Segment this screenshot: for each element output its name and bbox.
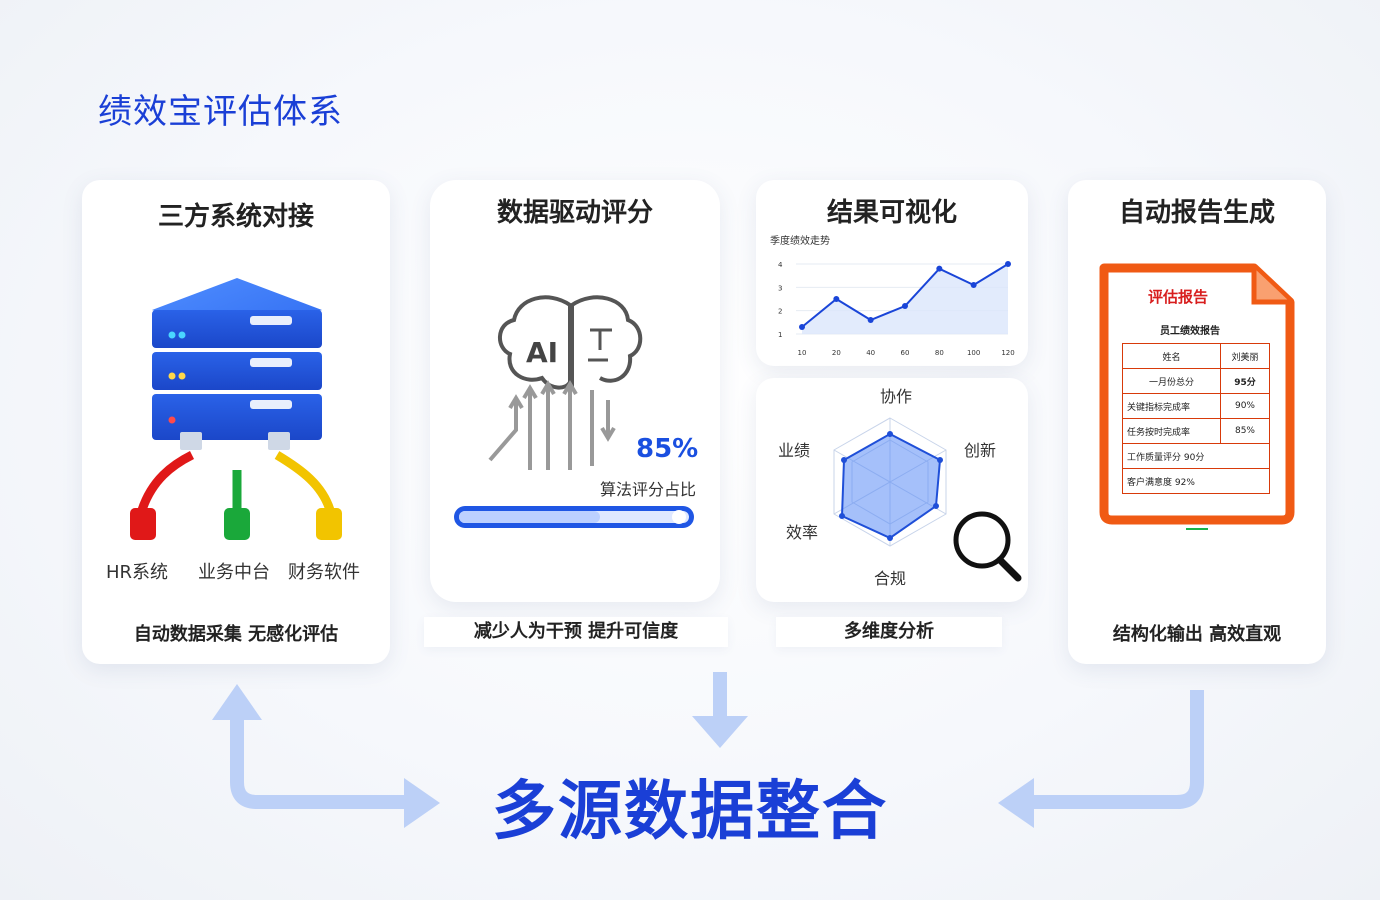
radar-chart: 协作 创新 业绩 效率 合规 <box>778 387 1022 588</box>
hr-plug-icon <box>130 508 156 540</box>
data-point <box>799 324 805 330</box>
report-doc-title: 评估报告 <box>1148 288 1209 306</box>
x-tick-label: 10 <box>798 349 807 357</box>
table-cell: 客户满意度 92% <box>1122 468 1270 494</box>
y-tick-label: 1 <box>778 331 782 339</box>
source-finance: 财务软件 <box>288 562 360 583</box>
radar-axis-right: 创新 <box>964 441 996 460</box>
y-tick-label: 4 <box>778 261 783 269</box>
radar-axis-left-bottom: 效率 <box>786 523 818 542</box>
scoring-card: 数据驱动评分 AI <box>430 180 720 602</box>
page-title: 绩效宝评估体系 <box>98 92 343 132</box>
line-chart-title: 季度绩效走势 <box>770 236 830 247</box>
table-cell: 任务按时完成率 <box>1122 418 1221 444</box>
scoring-title: 数据驱动评分 <box>496 198 653 228</box>
x-tick-label: 60 <box>901 349 910 357</box>
table-row: 姓名刘美丽 <box>1122 343 1271 369</box>
radar-card: 协作 创新 业绩 效率 合规 <box>756 378 1028 602</box>
scoring-footer: 减少人为干预 提升可信度 <box>424 617 728 647</box>
table-cell: 95分 <box>1219 368 1271 394</box>
data-point <box>833 296 840 302</box>
radar-axis-left-top: 业绩 <box>778 441 810 460</box>
ai-brain-icon: AI <box>488 295 643 470</box>
report-title: 自动报告生成 <box>1118 198 1275 228</box>
line-chart: 1 2 3 4 10 20 40 60 80 100 120 <box>778 261 1015 357</box>
business-plug-icon <box>224 508 250 540</box>
x-tick-label: 40 <box>866 349 875 357</box>
source-business: 业务中台 <box>198 562 270 583</box>
radar-axis-bottom: 合规 <box>874 569 906 588</box>
table-row: 客户满意度 92% <box>1122 468 1270 494</box>
progress-knob <box>672 510 686 524</box>
integration-card: 三方系统对接 HR系统 业务中台 财务软件 自 <box>82 180 390 664</box>
score-percent-label: 算法评分占比 <box>600 480 697 499</box>
table-cell: 姓名 <box>1122 343 1221 369</box>
data-point <box>867 317 874 323</box>
download-arrow-icon <box>1186 528 1208 530</box>
visualization-footer: 多维度分析 <box>776 617 1002 647</box>
data-point <box>1005 261 1011 267</box>
table-cell: 工作质量评分 90分 <box>1122 443 1270 469</box>
table-cell: 关键指标完成率 <box>1122 393 1221 419</box>
table-row: 工作质量评分 90分 <box>1122 443 1270 469</box>
x-tick-label: 20 <box>832 349 841 357</box>
radar-area <box>840 432 942 540</box>
table-cell: 刘美丽 <box>1219 343 1271 369</box>
table-cell: 90% <box>1219 393 1271 419</box>
report-footer: 结构化输出 高效直观 <box>1112 624 1282 645</box>
integration-title: 三方系统对接 <box>157 202 314 232</box>
data-point <box>970 282 977 288</box>
x-tick-label: 80 <box>935 349 944 357</box>
ai-label: AI <box>526 336 558 369</box>
line-area <box>802 264 1008 334</box>
progress-bar <box>454 506 694 528</box>
server-stack <box>152 278 322 450</box>
line-chart-card: 结果可视化 季度绩效走势 1 2 3 4 10 20 40 60 80 100 120 <box>756 180 1028 366</box>
source-hr: HR系统 <box>106 562 169 583</box>
y-tick-label: 3 <box>778 284 782 292</box>
upward-arrows-icon <box>488 380 616 470</box>
x-tick-label: 100 <box>967 349 980 357</box>
table-cell: 85% <box>1219 418 1271 444</box>
radar-axis-top: 协作 <box>880 387 912 406</box>
score-percent: 85% <box>636 434 699 464</box>
visualization-title: 结果可视化 <box>826 198 957 228</box>
progress-fill <box>459 511 600 523</box>
x-tick-label: 120 <box>1001 349 1014 357</box>
magnifier-icon <box>953 511 1022 582</box>
data-point <box>936 265 943 272</box>
y-tick-label: 2 <box>778 308 782 316</box>
finance-plug-icon <box>316 508 342 540</box>
bottom-title: 多源数据整合 <box>492 775 888 849</box>
report-doc-subtitle: 员工绩效报告 <box>1160 326 1220 337</box>
table-cell: 一月份总分 <box>1122 368 1221 394</box>
server-illustration <box>130 278 342 540</box>
integration-footer: 自动数据采集 无感化评估 <box>133 624 339 645</box>
data-point <box>902 303 908 309</box>
